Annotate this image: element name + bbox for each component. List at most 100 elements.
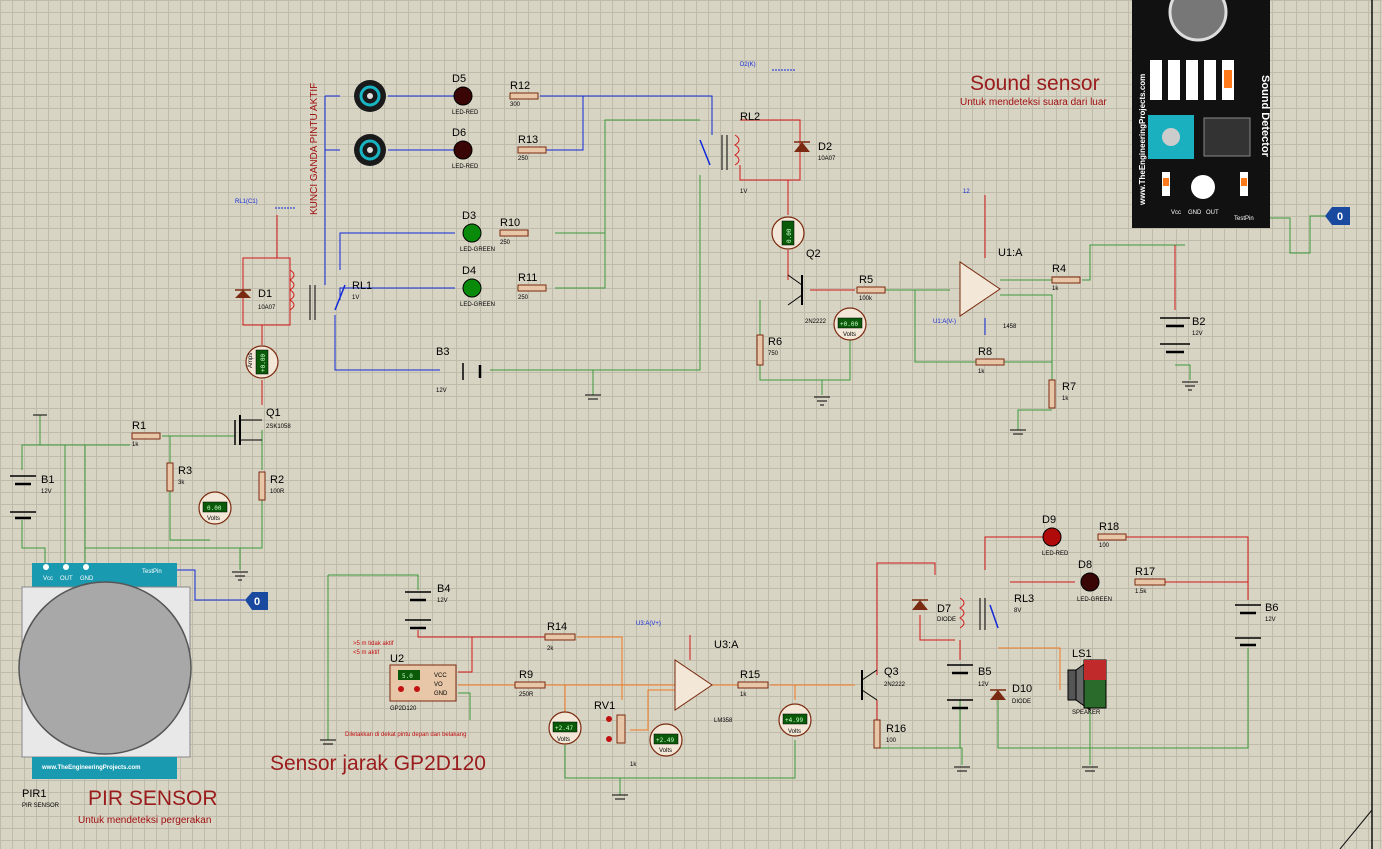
r6-ref: R6	[768, 336, 782, 348]
r8-value: 1k	[978, 369, 985, 375]
potentiometer-rv1[interactable]: RV1 1k	[594, 700, 637, 768]
resistor-r7: R7 1k	[1048, 379, 1076, 409]
resistor-r10: R10 250	[499, 217, 529, 246]
lock-solenoid-2	[354, 134, 386, 166]
pir-probe-value: 0	[254, 596, 260, 608]
m-u3in-unit: Volts	[557, 737, 570, 743]
pir-logic-probe[interactable]: 0	[245, 592, 268, 610]
resistor-r11: R11 250	[517, 272, 547, 301]
r14-ref: R14	[547, 621, 567, 633]
ls1-ref: LS1	[1072, 648, 1092, 660]
b2-ref: B2	[1192, 316, 1205, 328]
terminal-12: 12	[963, 189, 970, 195]
opamp-u1: U1:A 1458	[914, 195, 1185, 430]
b3-value: 12V	[436, 388, 447, 394]
sheet-corner	[1339, 809, 1373, 849]
m-rv1-unit: Volts	[659, 748, 672, 754]
r4-ref: R4	[1052, 263, 1066, 275]
pir-ref: PIR1	[22, 788, 46, 800]
d9-type: LED-RED	[1042, 551, 1069, 557]
rl2-ref: RL2	[740, 111, 760, 123]
voltmeter-r15: +4.99 Volts	[778, 703, 812, 737]
relay-rl3: RL3 8V	[959, 593, 1034, 630]
r13-ref: R13	[518, 134, 538, 146]
b6-ref: B6	[1265, 602, 1278, 614]
b5-value: 12V	[978, 682, 989, 688]
d9-ref: D9	[1042, 514, 1056, 526]
gp2d-pin-vcc: VCC	[434, 673, 447, 679]
led-d5: D5 LED-RED	[452, 73, 479, 116]
q1-type: 2SK1058	[266, 424, 291, 430]
sound-website: www.TheEngineeringProjects.com	[1138, 74, 1147, 206]
terminal-rl1-c1: RL1(C1)	[235, 199, 258, 205]
pir-pin-vcc: Vcc	[43, 576, 53, 582]
gp2d-display: 5.0	[402, 673, 413, 680]
ammeter-q1: +0.00 Amps	[245, 345, 279, 379]
gp2d-note1: >5 m tidak aktif	[353, 641, 394, 647]
gp2d-title: Sensor jarak GP2D120	[270, 752, 486, 775]
b4-value: 12V	[437, 598, 448, 604]
terminal-u3-vplus: U3:A(V+)	[636, 621, 661, 627]
diode-d1: D1 10A07	[235, 288, 276, 311]
lock-section	[242, 95, 950, 405]
d5-type: LED-RED	[452, 110, 479, 116]
battery-b2: B2 12V	[1160, 245, 1205, 380]
resistor-r14: R14 2k	[544, 621, 576, 652]
sound-module-label: Sound Detector	[1259, 75, 1271, 158]
transistor-q1: Q1 2SK1058	[234, 407, 291, 445]
r11-value: 250	[518, 295, 529, 301]
d1-ref: D1	[258, 288, 272, 300]
sound-pin-vcc: Vcc	[1171, 210, 1181, 216]
sound-pin-out: OUT	[1206, 210, 1219, 216]
gp2d120-sensor[interactable]: 5.0 VCC VO GND	[389, 664, 457, 702]
speaker-ls1: LS1 SPEAKER	[1067, 648, 1107, 716]
r2-value: 100R	[270, 489, 285, 495]
voltmeter-r5: +0.00 Volts	[833, 307, 867, 341]
pir-wiring	[21, 415, 263, 601]
pir-pin-out: OUT	[60, 576, 73, 582]
gp2d-note2: <5 m aktif	[353, 650, 380, 656]
d3-type: LED-GREEN	[460, 247, 495, 253]
q3-type: 2N2222	[884, 682, 906, 688]
b1-value: 12V	[41, 489, 52, 495]
resistor-r4: R4 1k	[1051, 263, 1081, 292]
r9-ref: R9	[519, 669, 533, 681]
ammeter-q2: 0.00	[771, 216, 805, 250]
u1-type: 1458	[1003, 324, 1017, 330]
transistor-q3: Q3 2N2222	[861, 666, 906, 701]
sound-module[interactable]: www.TheEngineeringProjects.com Sound Det…	[1132, 0, 1271, 228]
m-r3-unit: Volts	[207, 516, 220, 522]
resistor-r8: R8 1k	[975, 346, 1005, 375]
battery-b5: B5 12V	[947, 664, 991, 710]
d1-type: 10A07	[258, 305, 276, 311]
voltmeter-r3: 0.00 Volts	[198, 491, 232, 525]
voltmeter-u3in: +2.47 Volts	[548, 711, 582, 745]
d3-ref: D3	[462, 210, 476, 222]
q3-ref: Q3	[884, 666, 899, 678]
r13-value: 250	[518, 156, 529, 162]
resistor-r6: R6 750	[756, 334, 782, 366]
m-r5-value: +0.00	[840, 321, 858, 328]
sound-logic-probe[interactable]: 0	[1325, 207, 1350, 225]
lock-solenoid-1	[354, 80, 386, 112]
b3-ref: B3	[436, 346, 449, 358]
r16-ref: R16	[886, 723, 906, 735]
b4-ref: B4	[437, 583, 450, 595]
pir-subtitle: Untuk mendeteksi pergerakan	[78, 815, 211, 826]
led-d6: D6 LED-RED	[452, 127, 479, 170]
r3-value: 3k	[178, 480, 185, 486]
sound-subtitle: Untuk mendeteksi suara dari luar	[960, 97, 1107, 108]
resistor-r18: R18 100	[1097, 521, 1127, 549]
r11-ref: R11	[518, 272, 537, 284]
d6-type: LED-RED	[452, 164, 479, 170]
sound-probe-value: 0	[1337, 211, 1343, 223]
diode-d7: D7 DIODE	[912, 599, 956, 623]
pir-website: www.TheEngineeringProjects.com	[41, 765, 140, 771]
r12-ref: R12	[510, 80, 530, 92]
r6-value: 750	[768, 351, 779, 357]
r10-ref: R10	[500, 217, 520, 229]
pir-module[interactable]: Vcc OUT GND TestPin www.TheEngineeringPr…	[18, 563, 192, 779]
resistor-r2: R2 100R	[258, 471, 285, 501]
diode-d10: D10 DIODE	[990, 683, 1032, 705]
